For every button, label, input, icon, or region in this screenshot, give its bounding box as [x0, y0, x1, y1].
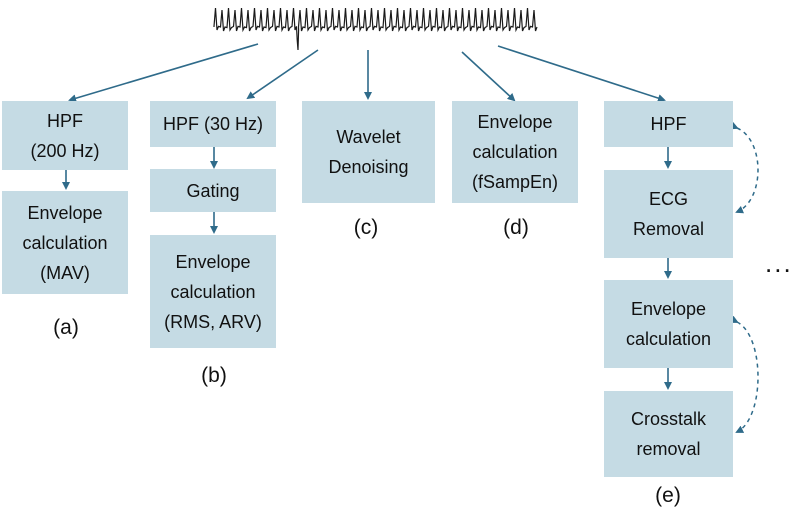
e-step2-line2: Removal — [632, 219, 705, 239]
e-step1-line1: HPF — [650, 114, 687, 134]
a-step2-line2: calculation — [22, 232, 108, 253]
b-step3-line2: calculation — [170, 281, 256, 302]
d-step1-line2: calculation — [472, 142, 558, 162]
label-d: (d) — [503, 216, 529, 239]
b-envelope-box: Envelope calculation (RMS, ARV) — [150, 235, 276, 348]
a-step1-line1: HPF — [47, 110, 83, 131]
label-b: (b) — [201, 364, 227, 387]
c-step1-line2: Denoising — [328, 157, 409, 177]
dashed-loop-arrow-hpf-ecg — [729, 121, 759, 214]
e-step3-line1: Envelope — [630, 299, 707, 319]
b-step3-line1: Envelope — [175, 251, 251, 272]
emg-ecg-signal-trace-icon — [213, 7, 538, 51]
arrow-signal-to-b — [246, 49, 319, 100]
e-step2-line1: ECG — [648, 189, 688, 209]
b-step1-line1: HPF (30 Hz) — [162, 114, 263, 134]
d-envelope-box: Envelope calculation (fSampEn) — [452, 101, 578, 203]
d-step1-line1: Envelope — [477, 112, 553, 132]
arrow-signal-to-e — [497, 45, 666, 102]
b-step3-line3: (RMS, ARV) — [164, 311, 262, 332]
b-hpf-box: HPF (30 Hz) — [150, 101, 276, 147]
dashed-loop-arrow-envelope-crosstalk — [729, 315, 759, 433]
e-hpf-box: HPF — [604, 101, 733, 147]
e-step3-line2: calculation — [625, 329, 712, 349]
label-c: (c) — [353, 216, 379, 239]
arrow-signal-to-d — [461, 51, 516, 102]
d-step1-line3: (fSampEn) — [471, 172, 559, 192]
arrow-signal-to-a — [68, 43, 259, 103]
e-ecg-removal-box: ECG Removal — [604, 170, 733, 258]
a-step2-line1: Envelope — [27, 202, 103, 223]
e-envelope-box: Envelope calculation — [604, 280, 733, 368]
label-a: (a) — [53, 316, 79, 339]
more-steps-ellipsis: ... — [765, 248, 793, 278]
label-e: (e) — [655, 484, 681, 507]
e-step4-line1: Crosstalk — [630, 409, 706, 429]
a-step1-line2: (200 Hz) — [30, 140, 100, 161]
a-hpf-box: HPF (200 Hz) — [2, 101, 128, 170]
a-step2-line3: (MAV) — [40, 262, 90, 283]
a-envelope-box: Envelope calculation (MAV) — [2, 191, 128, 294]
b-gating-box: Gating — [150, 169, 276, 212]
e-step4-line2: removal — [636, 439, 701, 459]
b-step2-line1: Gating — [186, 180, 240, 201]
c-step1-line1: Wavelet — [336, 127, 401, 147]
e-crosstalk-box: Crosstalk removal — [604, 391, 733, 477]
